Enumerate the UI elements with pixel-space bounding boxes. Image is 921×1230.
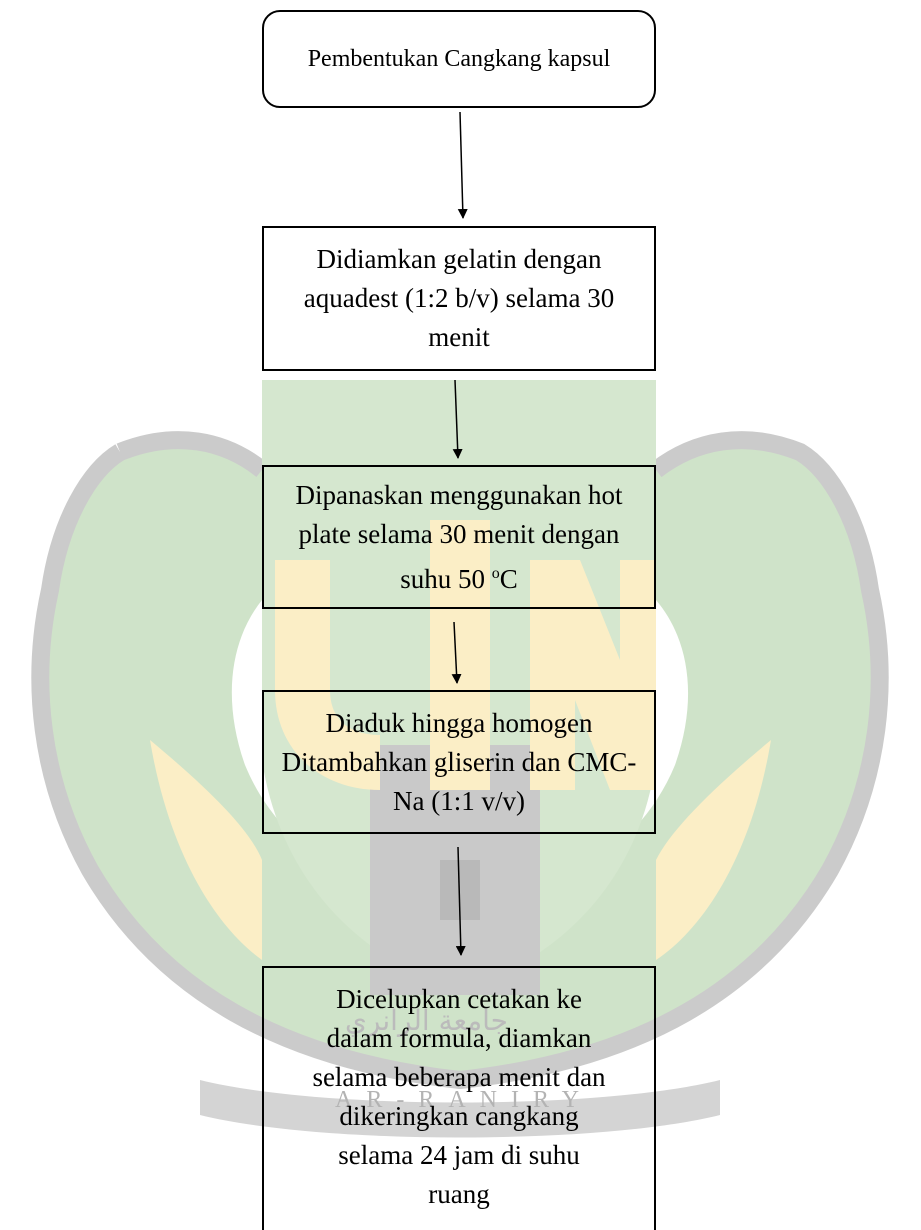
flow-node-step1: Didiamkan gelatin dengan aquadest (1:2 b… [262,226,656,371]
node-step4-line2: dalam formula, diamkan [326,1023,592,1053]
logo-yellow-wing-left [150,740,262,960]
node-step4-line3: selama beberapa menit dan [312,1062,606,1092]
logo-yellow-u [275,560,380,790]
logo-banner-text: AR-RANIRY [335,1087,593,1113]
node-step4-line5: selama 24 jam di suhu [338,1140,580,1170]
node-step3-line2: Ditambahkan gliserin dan CMC-Na (1:1 v/v… [281,746,637,816]
logo-yellow-i [430,520,490,790]
logo-tower-window [440,860,480,920]
node-step4-line4: dikeringkan cangkang [339,1101,579,1131]
node-step2-text-main: Dipanaskan menggunakan hot plate selama … [295,479,623,594]
logo-yellow-n [530,560,656,790]
node-step1-text: Didiamkan gelatin dengan aquadest (1:2 b… [303,244,615,352]
node-step2-unit: C [499,563,518,594]
flow-node-start: Pembentukan Cangkang kapsul [262,10,656,108]
node-start-text: Pembentukan Cangkang kapsul [307,46,611,72]
node-step3-line1: Diaduk hingga homogen [325,707,593,738]
flow-node-step3: Diaduk hingga homogen Ditambahkan gliser… [262,690,656,834]
node-step2-text: Dipanaskan menggunakan hot plate selama … [272,476,646,599]
logo-yellow-wing-right [656,740,771,960]
logo-gray-banner [200,1080,720,1138]
logo-gray-outline [31,431,889,1089]
node-step4-line1: Dicelupkan cetakan ke [336,984,582,1014]
flow-node-step2: Dipanaskan menggunakan hot plate selama … [262,465,656,609]
node-step2-degree: o [491,564,500,582]
node-step4-line6: ruang [428,1179,490,1209]
logo-arabic-text: جامعة الرانري [345,1004,508,1037]
flow-node-step4: Dicelupkan cetakan ke dalam formula, dia… [262,966,656,1230]
